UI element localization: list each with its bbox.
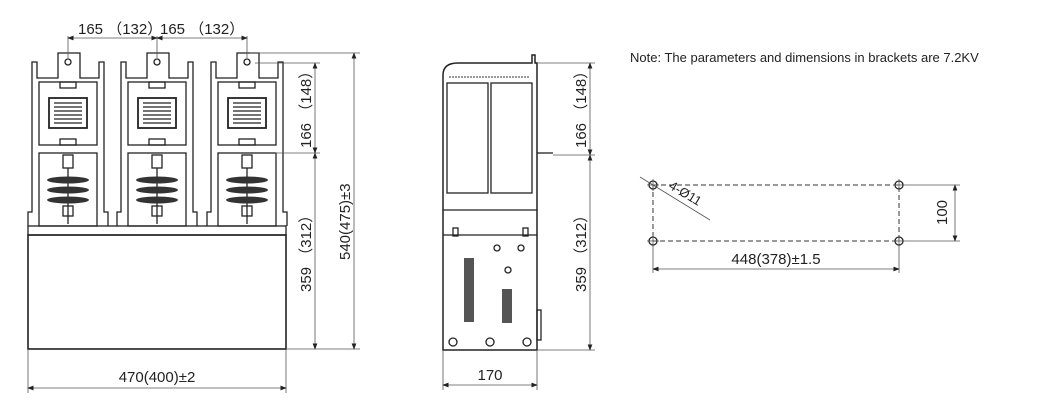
hole-label: 4-Ø11 [666, 178, 704, 209]
insulator-shed [136, 196, 178, 204]
terminal-hole [153, 58, 161, 66]
front-view: 165 （132） 165 （132） 166 （148） 359 （312） … [27, 21, 360, 393]
note-text: Note: The parameters and dimensions in b… [630, 50, 979, 65]
connector [241, 154, 253, 169]
lower-compartment [217, 152, 277, 227]
pole-frame [27, 52, 109, 226]
insulator-shed [47, 176, 89, 184]
vacuum-interrupter [227, 97, 267, 129]
insulator-shed [136, 186, 178, 194]
dim-hole-vertical: 100 [934, 200, 951, 225]
mounting-hole-pattern: 4-Ø11 100 448(378)±1.5 [639, 176, 960, 273]
terminal-block-right [502, 289, 512, 323]
dim-hole-horizontal: 448(378)±1.5 [731, 251, 820, 268]
upper-notch [59, 81, 77, 89]
upper-notch [238, 81, 256, 89]
dim-pole-spacing-1: 165 （132） [78, 21, 162, 38]
dim-pole-spacing-2: 165 （132） [160, 21, 244, 38]
insulator-shed [136, 176, 178, 184]
insulator-shed [47, 196, 89, 204]
insulator-shed [47, 186, 89, 194]
side-window-right [490, 82, 533, 194]
lower-compartment [127, 152, 187, 227]
mounting-hole [893, 179, 905, 191]
side-dim-depth: 170 [477, 367, 502, 384]
dim-lower-height: 359 （312） [298, 208, 315, 292]
side-dim-lower-height: 359 （312） [573, 208, 590, 292]
dim-total-height: 540(475)±3 [337, 183, 354, 260]
upper-compartment [38, 81, 98, 146]
upper-notch [148, 81, 166, 89]
pole-3 [206, 52, 288, 227]
terminal-hole [243, 58, 251, 66]
vacuum-interrupter [137, 97, 177, 129]
lower-notch [59, 138, 77, 146]
rod-sleeve [151, 205, 163, 217]
dim-upper-height: 166 （148） [298, 64, 315, 148]
connector [62, 154, 74, 169]
side-body-outline [442, 54, 538, 351]
upper-compartment [127, 81, 187, 146]
lower-notch [238, 138, 256, 146]
side-dim-upper-height: 166 （148） [573, 64, 590, 148]
lower-compartment [38, 152, 98, 227]
base-top-strip [27, 225, 287, 236]
pole-2 [116, 52, 198, 227]
insulator-shed [226, 186, 268, 194]
terminal-hole [64, 58, 72, 66]
base-body [27, 234, 287, 350]
terminal-block-left [464, 258, 474, 322]
insulator-shed [226, 196, 268, 204]
vacuum-interrupter [48, 97, 88, 129]
pole-frame [206, 52, 288, 226]
pole-1 [27, 52, 109, 227]
pole-frame [116, 52, 198, 226]
dim-width: 470(400)±2 [119, 369, 196, 386]
insulator-shed [226, 176, 268, 184]
connector [151, 154, 163, 169]
side-view: 166 （148） 359 （312） 170 [442, 54, 595, 390]
rod-sleeve [62, 205, 74, 217]
lower-notch [148, 138, 166, 146]
upper-compartment [217, 81, 277, 146]
rod-sleeve [241, 205, 253, 217]
side-window-left [446, 82, 489, 194]
